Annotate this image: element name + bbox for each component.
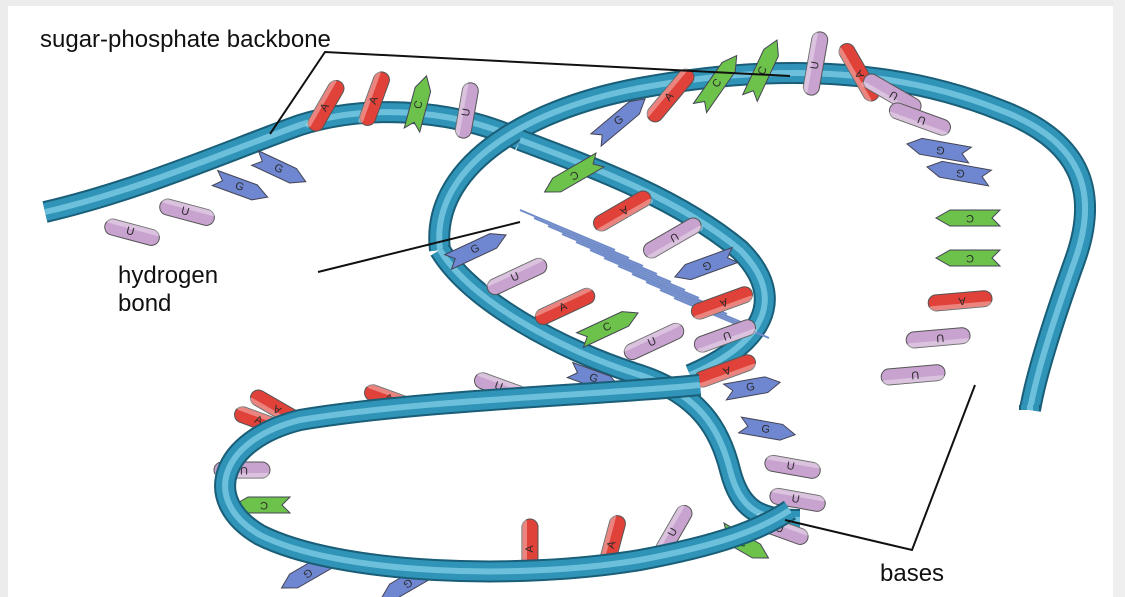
backbone-label: sugar-phosphate backbone [40, 26, 331, 54]
base-G: G [926, 159, 992, 186]
hydrogen-bond-line [562, 234, 657, 274]
base-G: G [252, 151, 310, 189]
base-A: A [533, 286, 598, 328]
hydrogen-bond-label: hydrogen bond [118, 262, 218, 318]
base-U: U [158, 197, 216, 227]
base-letter: C [966, 252, 974, 264]
base-A: A [591, 188, 654, 234]
base-G: G [906, 136, 972, 163]
base-U: U [906, 327, 971, 349]
base-G: G [739, 417, 797, 442]
base-C: C [936, 250, 1000, 266]
base-letter: U [911, 368, 920, 381]
base-G: G [724, 374, 782, 399]
base-G: G [445, 228, 510, 270]
base-U: U [103, 217, 161, 247]
base-U: U [764, 454, 822, 479]
backbone-top-arc [439, 73, 1085, 410]
hydrogen-bond-line [590, 250, 685, 290]
base-C: C [936, 210, 1000, 226]
base-U: U [622, 321, 687, 363]
base-letter: C [966, 212, 974, 224]
base-U: U [485, 256, 550, 298]
base-A: A [928, 290, 993, 312]
base-C: C [577, 306, 642, 348]
base-U: U [881, 364, 946, 386]
base-letter: C [260, 499, 268, 511]
hydrogen-bond-line [548, 226, 643, 266]
bases-label: bases [880, 560, 944, 588]
base-G: G [672, 247, 738, 284]
base-U: U [641, 215, 704, 261]
base-G: G [212, 170, 270, 204]
base-letter: U [936, 331, 945, 344]
base-letter: A [524, 545, 536, 553]
